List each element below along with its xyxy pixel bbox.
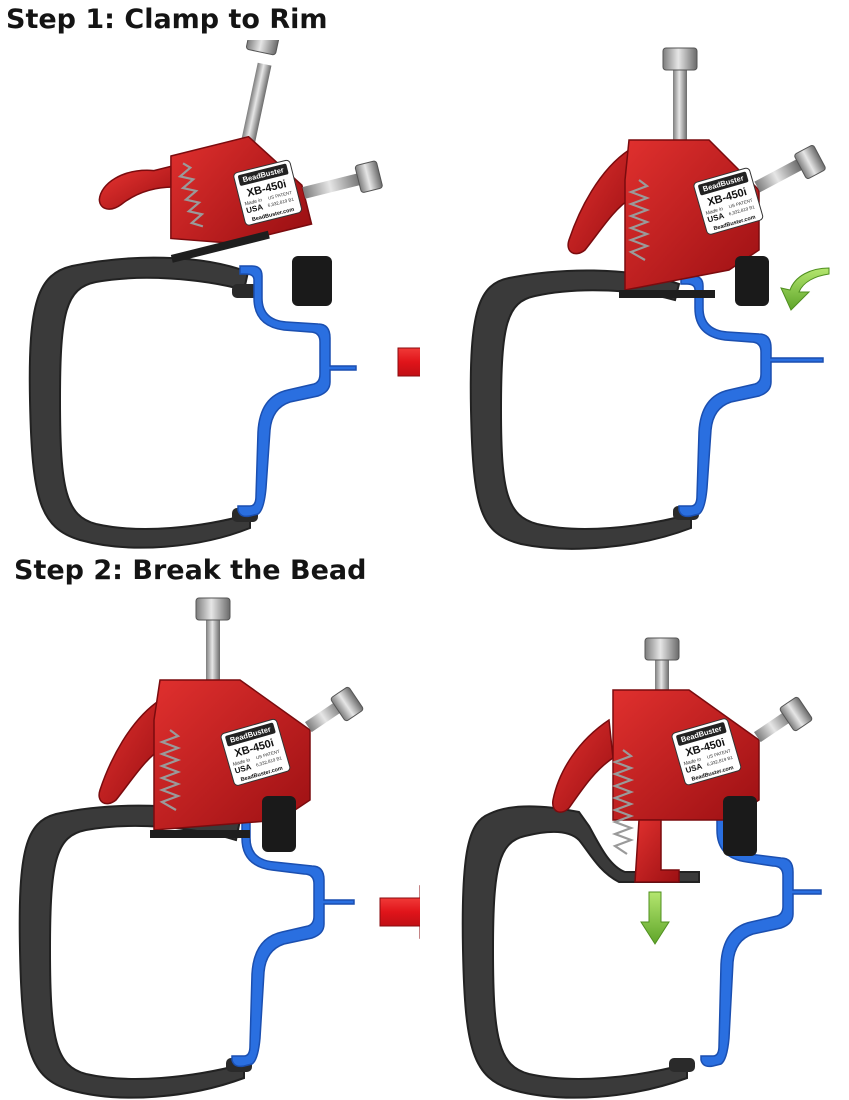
clamp-bolt-head	[794, 145, 826, 179]
diagram-panel-step1-after: BeadBuster XB-450i Made in USA US PATENT…	[469, 47, 830, 550]
bolt-head-top	[662, 47, 698, 71]
green-curved-arrow-icon	[780, 267, 830, 311]
red-arrow-right-icon	[379, 885, 420, 939]
clamp-bolt	[302, 172, 364, 199]
label-patent-number: 6,332,819 B1	[267, 197, 295, 208]
red-arrow-right-icon	[397, 347, 420, 377]
tool-handle	[567, 148, 632, 255]
green-arrow-down-icon	[640, 891, 670, 945]
tool-spring	[158, 729, 182, 811]
tool-handle	[552, 718, 614, 813]
tool-foot	[619, 290, 715, 298]
diagram-panel-step1-before: BeadBuster XB-450i Made in USA US PATENT…	[28, 40, 420, 549]
label-made-in: Made in	[705, 206, 724, 217]
clamp-pad	[723, 796, 757, 856]
clamp-bolt-head	[330, 686, 364, 722]
tool-spring	[611, 749, 635, 855]
label-patent: US PATENT	[728, 198, 753, 210]
bolt-head-top	[246, 40, 280, 56]
adjuster-bolt-top	[673, 70, 687, 150]
label-usa: USA	[245, 202, 264, 215]
tool-foot	[170, 230, 270, 263]
clamp-bolt	[754, 159, 803, 193]
step-2-title: Step 2: Break the Bead	[14, 555, 367, 586]
clamp-bolt-head	[354, 160, 383, 193]
step-1-title: Step 1: Clamp to Rim	[6, 4, 328, 35]
tool-label-plate: BeadBuster XB-450i Made in USA US PATENT…	[220, 718, 291, 786]
bead-breaker-tool: BeadBuster XB-450i Made in USA US PATENT…	[552, 637, 813, 883]
clamp-pad	[735, 256, 769, 306]
tool-label-plate: BeadBuster XB-450i Made in USA US PATENT…	[233, 159, 302, 226]
tool-label-plate: BeadBuster XB-450i Made in USA US PATENT…	[671, 718, 742, 786]
clamp-bolt-head	[779, 696, 813, 732]
bolt-head-top	[195, 597, 231, 621]
clamp-bolt	[304, 699, 345, 733]
label-patent: US PATENT	[706, 748, 731, 760]
label-patent: US PATENT	[267, 190, 292, 201]
clamp-bolt	[753, 709, 794, 743]
bolt-head-top	[644, 637, 680, 661]
rim-profile	[678, 275, 824, 518]
press-plunger	[634, 819, 680, 883]
tool-spring	[627, 179, 651, 261]
bead-breaker-tool: BeadBuster XB-450i Made in USA US PATENT…	[98, 40, 383, 263]
diagram-panel-step2-after: BeadBuster XB-450i Made in USA US PATENT…	[461, 637, 822, 1099]
tire-bead-top	[232, 284, 258, 298]
clamp-pad	[262, 796, 296, 852]
tire-cross-section	[28, 256, 251, 549]
label-patent: US PATENT	[255, 749, 280, 761]
rim-profile	[700, 795, 822, 1068]
bead-breaker-tool: BeadBuster XB-450i Made in USA US PATENT…	[567, 47, 826, 298]
tool-foot	[150, 830, 250, 838]
diagram-panel-step2-before: BeadBuster XB-450i Made in USA US PATENT…	[18, 597, 420, 1099]
label-made-in: Made in	[232, 757, 251, 768]
tire-cross-section	[461, 805, 700, 1099]
tire-bead-bottom	[669, 1058, 695, 1072]
label-made-in: Made in	[683, 757, 702, 768]
tire-cross-section	[469, 269, 692, 550]
rim-profile	[225, 805, 355, 1068]
tool-handle	[98, 698, 163, 805]
tire-cross-section	[18, 804, 245, 1099]
label-made-in: Made in	[244, 197, 263, 207]
rim-profile	[237, 265, 357, 518]
tool-spring	[177, 162, 205, 228]
bead-breaker-tool: BeadBuster XB-450i Made in USA US PATENT…	[98, 597, 364, 838]
clamp-pad	[292, 256, 332, 306]
